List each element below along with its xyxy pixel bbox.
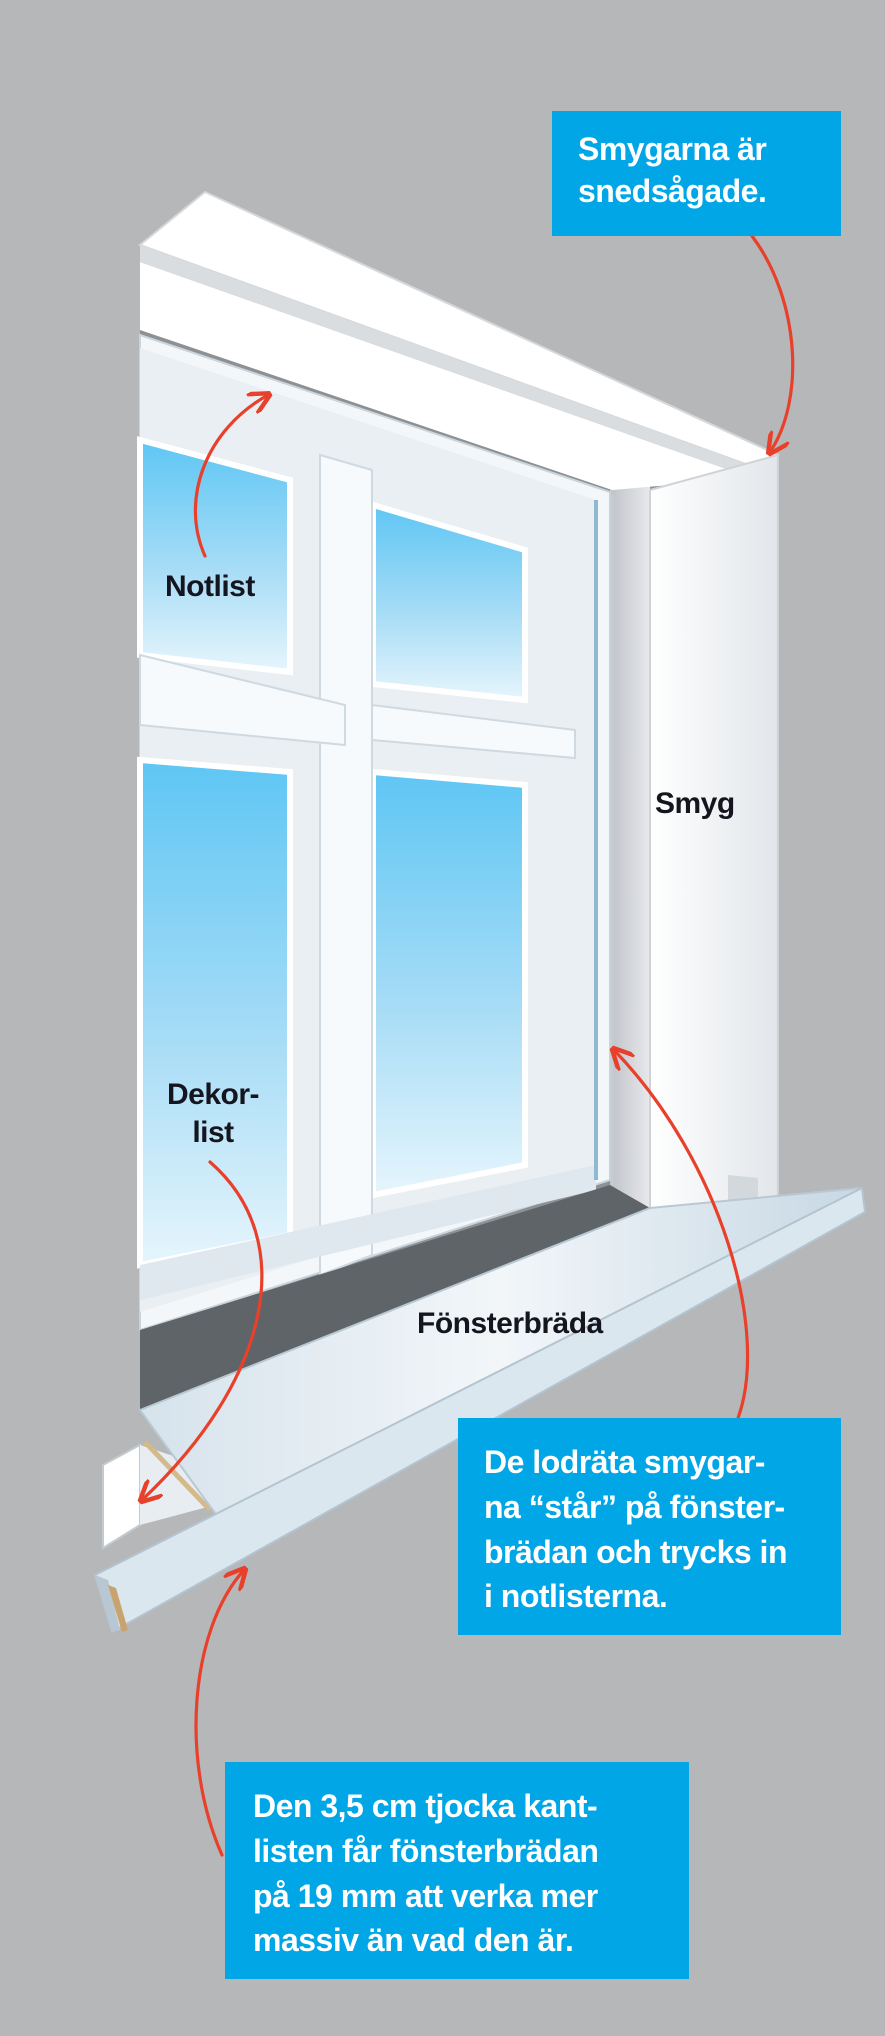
arrow-dekorlist xyxy=(142,1160,264,1500)
arrow-smyg-top xyxy=(750,234,795,452)
window-sill xyxy=(93,1186,867,1634)
label-fonsterbrada: Fönsterbräda xyxy=(417,1307,603,1340)
callout-bottom: Den 3,5 cm tjocka kant- listen får fönst… xyxy=(225,1762,689,1979)
callout-top-line: Smygarna är xyxy=(578,131,767,167)
label-dekorlist: Dekor- list xyxy=(158,1076,268,1151)
callout-bottom-line: massiv än vad den är. xyxy=(253,1922,574,1959)
top-reveal xyxy=(138,190,780,490)
callout-bottom-line: på 19 mm att verka mer xyxy=(253,1877,598,1914)
label-dekorlist-line: list xyxy=(192,1115,234,1149)
callout-middle: De lodräta smygar- na “står” på fönster-… xyxy=(458,1418,841,1635)
label-dekorlist-line: Dekor- xyxy=(166,1078,260,1111)
callout-bottom-line: listen får fönsterbrädan xyxy=(253,1832,599,1869)
callout-bottom-line: Den 3,5 cm tjocka kant- xyxy=(253,1788,598,1824)
sash-bars xyxy=(139,453,614,1300)
sill-shadow xyxy=(140,1185,650,1410)
callout-top: Smygarna är snedsågade. xyxy=(552,111,841,236)
glass-panes xyxy=(137,436,528,1269)
callout-middle-line: brädan och trycks in xyxy=(484,1533,787,1570)
label-notlist: Notlist xyxy=(165,570,255,603)
arrow-middle xyxy=(614,1050,750,1420)
arrow-notlist xyxy=(193,395,268,558)
callout-middle-line: De lodräta smygar- xyxy=(484,1444,765,1480)
callout-middle-line: na “står” på fönster- xyxy=(484,1488,785,1525)
callout-middle-line: i notlisterna. xyxy=(484,1578,668,1615)
side-reveal xyxy=(649,453,779,1224)
label-smyg: Smyg xyxy=(655,787,735,820)
leader-arrows xyxy=(142,234,795,1857)
callout-top-line: snedsågade. xyxy=(578,172,767,209)
arrow-bottom xyxy=(194,1570,244,1857)
